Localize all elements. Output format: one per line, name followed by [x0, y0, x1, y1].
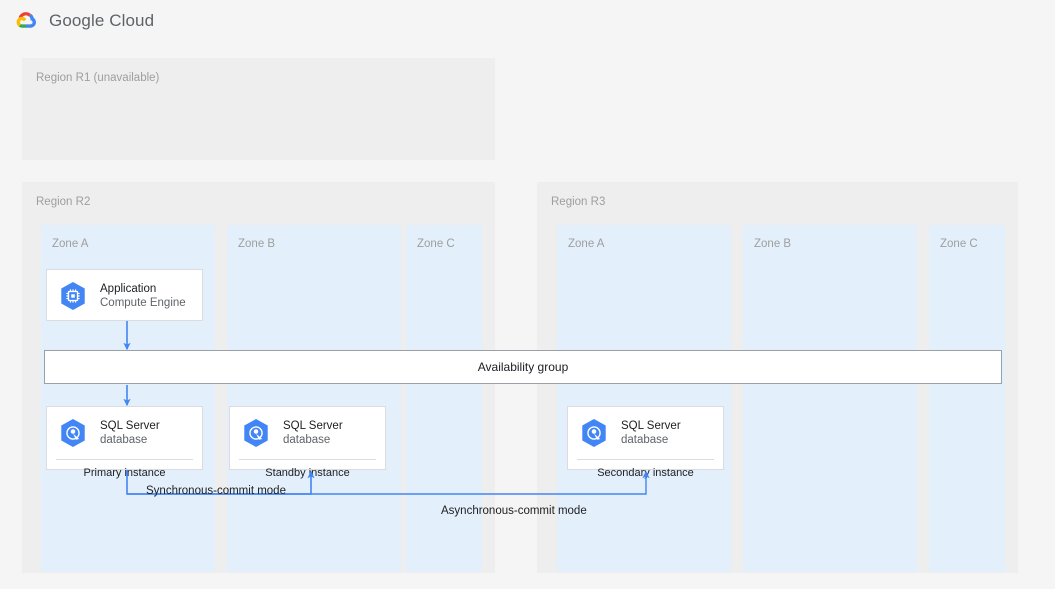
card-application[interactable]: Application Compute Engine: [46, 269, 203, 321]
card-db-primary-title: SQL Server: [100, 419, 160, 432]
card-db-primary-divider: [56, 459, 193, 460]
region-r1-label: Region R1 (unavailable): [36, 72, 160, 84]
card-db-primary[interactable]: SQL Server database Primary instance: [46, 406, 203, 479]
card-application-subtitle: Compute Engine: [100, 297, 186, 309]
card-db-standby-body: SQL Server database: [230, 407, 385, 459]
zone-r3-a: Zone A: [557, 225, 731, 572]
card-db-secondary-text: SQL Server database: [621, 419, 681, 448]
card-db-standby-divider: [239, 459, 376, 460]
sql-server-database-icon: [239, 416, 273, 450]
zone-r2-c: Zone C: [406, 225, 482, 572]
card-db-secondary-body: SQL Server database: [568, 407, 723, 459]
zone-r3-a-label: Zone A: [568, 238, 605, 250]
zone-r3-b-label: Zone B: [754, 238, 792, 250]
card-db-secondary-subtitle: database: [621, 434, 669, 446]
zone-r2-b: Zone B: [227, 225, 401, 572]
app-header: Google Cloud: [0, 0, 1055, 42]
edge-label-synchronous-commit-mode: Synchronous-commit mode: [146, 485, 286, 497]
card-db-secondary[interactable]: SQL Server database Secondary instance: [567, 406, 724, 479]
card-db-primary-subtitle: database: [100, 434, 148, 446]
region-r2-label: Region R2: [36, 196, 91, 208]
card-application-body: Application Compute Engine: [47, 270, 202, 322]
card-application-title: Application: [100, 282, 157, 295]
card-db-standby-text: SQL Server database: [283, 419, 343, 448]
zone-r3-c: Zone C: [929, 225, 1005, 572]
brand-title: Google Cloud: [49, 11, 155, 30]
card-db-standby-footer: Standby instance: [265, 467, 350, 479]
availability-group-label: Availability group: [477, 360, 569, 374]
sql-server-database-icon: [56, 416, 90, 450]
card-application-text: Application Compute Engine: [100, 282, 186, 311]
zone-r3-b: Zone B: [743, 225, 917, 572]
card-db-standby[interactable]: SQL Server database Standby instance: [229, 406, 386, 479]
sql-server-database-icon: [577, 416, 611, 450]
card-db-secondary-title: SQL Server: [621, 419, 681, 432]
card-db-secondary-divider: [577, 459, 714, 460]
region-r1: Region R1 (unavailable): [22, 58, 495, 160]
compute-engine-icon: [56, 279, 90, 313]
card-db-primary-text: SQL Server database: [100, 419, 160, 448]
card-db-primary-footer: Primary instance: [83, 467, 166, 479]
zone-r2-c-label: Zone C: [417, 238, 455, 250]
zone-r3-c-label: Zone C: [940, 238, 978, 250]
card-db-secondary-footer: Secondary instance: [597, 467, 694, 479]
zone-r2-a-label: Zone A: [52, 238, 89, 250]
zone-r2-b-label: Zone B: [238, 238, 276, 250]
card-db-primary-body: SQL Server database: [47, 407, 202, 459]
region-r3-label: Region R3: [551, 196, 606, 208]
card-db-standby-title: SQL Server: [283, 419, 343, 432]
availability-group-bar[interactable]: Availability group: [44, 350, 1002, 384]
google-cloud-logo-icon: [14, 8, 40, 34]
card-db-standby-subtitle: database: [283, 434, 331, 446]
edge-label-asynchronous-commit-mode: Asynchronous-commit mode: [441, 505, 587, 517]
